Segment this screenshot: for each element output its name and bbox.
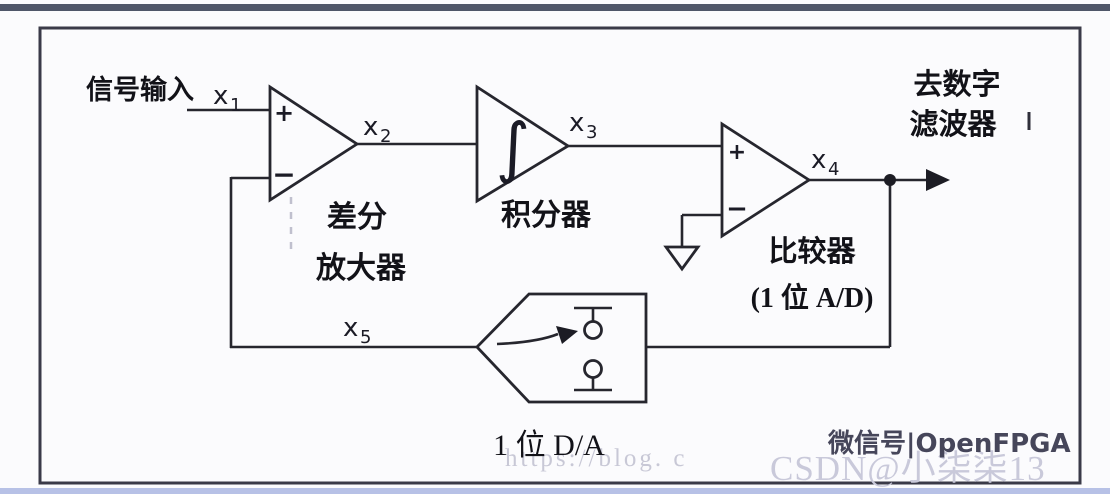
- integrator-triangle: [475, 84, 571, 204]
- signal-input-label: 信号输入: [86, 74, 194, 105]
- top-bar: [0, 4, 1110, 11]
- node-x4-subscript: 4: [828, 159, 839, 180]
- diffamp-label-line1: 差分: [327, 201, 387, 234]
- output-arrowhead-icon: [926, 169, 950, 191]
- comparator-plus-sign: +: [728, 140, 746, 165]
- node-x2-label: x: [363, 112, 378, 142]
- watermark-url: https://blog. c: [505, 445, 688, 472]
- node-x3-subscript: 3: [586, 122, 597, 143]
- bottom-strip: [0, 488, 1110, 494]
- integral-icon: ∫: [496, 109, 530, 186]
- switch-bottom-contact-icon: [583, 359, 603, 379]
- dac-label: 1 位 D/A: [493, 429, 605, 462]
- diffamp-triangle: [268, 84, 360, 203]
- watermark-csdn: CSDN@小柒柒13: [770, 449, 1046, 488]
- dac-block: [475, 292, 648, 404]
- diffamp-minus-sign: −: [272, 158, 295, 191]
- comparator-triangle: [720, 121, 812, 239]
- node-x2-subscript: 2: [380, 126, 391, 147]
- node-x1-label: x: [213, 81, 228, 111]
- junction-dot: [884, 174, 896, 186]
- output-label-line1: 去数字: [913, 67, 1000, 101]
- comparator-sublabel: (1 位 A/D): [751, 281, 874, 314]
- node-x5-label: x: [343, 313, 358, 343]
- node-x4-label: x: [811, 145, 826, 175]
- node-x1-subscript: 1: [230, 95, 241, 116]
- watermark-wechat: 微信号|OpenFPGA: [827, 428, 1071, 459]
- node-x5-subscript: 5: [360, 327, 371, 348]
- switch-arrowhead-icon: [556, 326, 578, 344]
- diffamp-plus-sign: +: [274, 99, 294, 127]
- comparator-minus-sign: −: [726, 194, 748, 224]
- ground-icon: [663, 245, 701, 272]
- switch-top-contact-icon: [583, 320, 603, 340]
- node-x3-label: x: [569, 108, 584, 138]
- diffamp-label-line2: 放大器: [315, 252, 407, 285]
- integrator-label: 积分器: [501, 199, 592, 232]
- figure-border: [38, 26, 1082, 485]
- switch-lever: [496, 332, 559, 346]
- output-label-line2: 滤波器: [909, 108, 997, 141]
- comparator-label: 比较器: [768, 234, 856, 268]
